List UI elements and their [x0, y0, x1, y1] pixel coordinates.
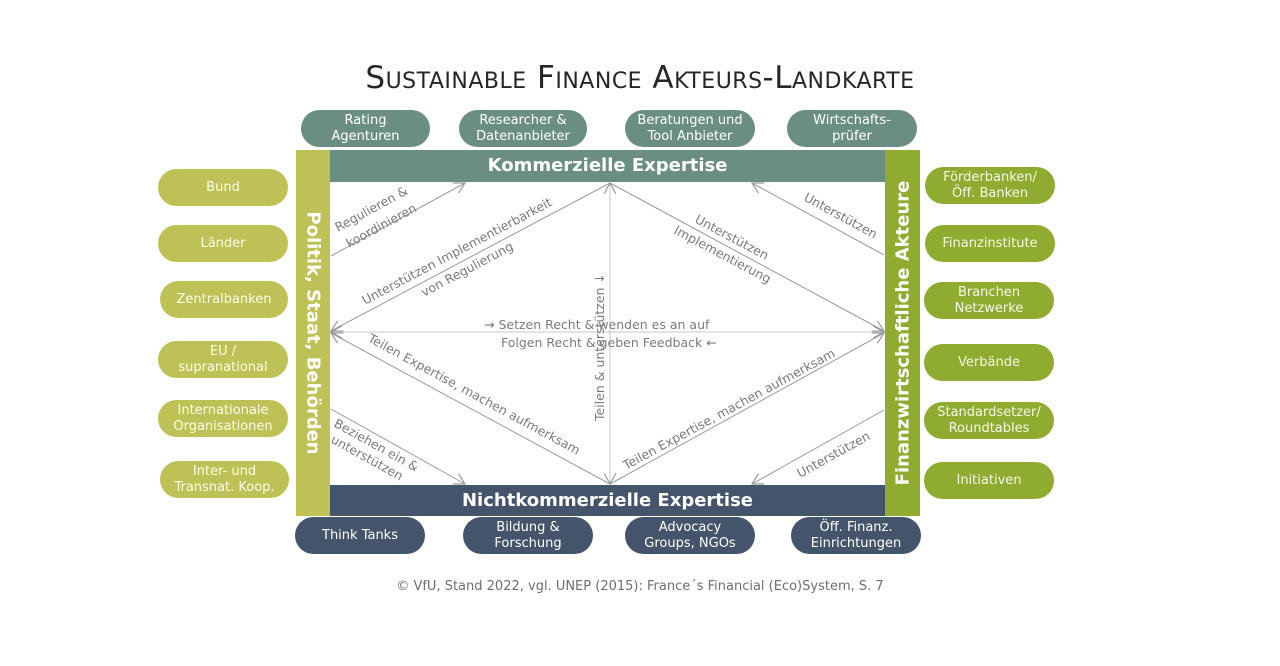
actor-associations[interactable]: Verbände [924, 344, 1054, 381]
actor-industry-networks[interactable]: Branchen Netzwerke [924, 282, 1054, 319]
finance-bar-label: Finanzwirtschaftliche Akteure [892, 180, 913, 486]
actor-education-research[interactable]: Bildung & Forschung [463, 517, 593, 554]
commercial-expertise-bar: Kommerzielle Expertise [330, 150, 885, 182]
actor-researchers-data-providers[interactable]: Researcher & Datenanbieter [459, 110, 587, 147]
politics-bar: Politik, Staat, Behörden [296, 150, 330, 516]
label-support-bottom-right: Unterstützen [794, 428, 872, 480]
arrow-share-left [331, 333, 611, 485]
arrow-support-implementability [331, 182, 611, 331]
label-vertical: Teilen & unterstützen ↓ [592, 273, 607, 422]
actor-international-organizations[interactable]: Internationale Organisationen [158, 400, 288, 437]
label-support-implementability-1: Unterstützen Implementierbarkeit [359, 194, 554, 307]
label-support-top-right: Unterstützen [802, 189, 880, 241]
arrow-support-top-right [752, 183, 885, 256]
actor-central-banks[interactable]: Zentralbanken [160, 281, 288, 318]
politics-bar-label: Politik, Staat, Behörden [302, 211, 324, 455]
actor-think-tanks[interactable]: Think Tanks [295, 517, 425, 554]
label-law-set: → Setzen Recht & wenden es an auf [484, 317, 710, 332]
actor-development-public-banks[interactable]: Förderbanken/ Öff. Banken [925, 167, 1055, 204]
actor-financial-institutions[interactable]: Finanzinstitute [925, 225, 1055, 262]
arrow-involve [330, 408, 465, 484]
actor-auditors[interactable]: Wirtschafts- prüfer [787, 110, 917, 147]
actor-advocacy-ngos[interactable]: Advocacy Groups, NGOs [625, 517, 755, 554]
actor-laender[interactable]: Länder [158, 225, 288, 262]
actor-inter-transnational-cooperation[interactable]: Inter- und Transnat. Koop. [160, 461, 289, 498]
page-title: Sustainable Finance Akteurs-Landkarte [365, 60, 915, 96]
finance-bar: Finanzwirtschaftliche Akteure [885, 150, 920, 516]
actor-public-finance-institutions[interactable]: Öff. Finanz. Einrichtungen [791, 517, 921, 554]
actor-eu-supranational[interactable]: EU / supranational [158, 341, 288, 378]
actor-rating-agencies[interactable]: Rating Agenturen [301, 110, 430, 147]
actor-standard-setters-roundtables[interactable]: Standardsetzer/ Roundtables [924, 402, 1054, 439]
actor-bund[interactable]: Bund [158, 169, 288, 206]
arrow-share-right [609, 333, 884, 485]
arrow-regulate [330, 183, 465, 257]
noncommercial-expertise-bar: Nichtkommerzielle Expertise [330, 485, 885, 516]
actor-initiatives[interactable]: Initiativen [924, 462, 1054, 499]
noncommercial-expertise-label: Nichtkommerzielle Expertise [461, 490, 753, 511]
arrow-support-implementation [609, 182, 884, 331]
source-footer: © VfU, Stand 2022, vgl. UNEP (2015): Fra… [396, 579, 884, 594]
actor-consultancies-tool-providers[interactable]: Beratungen und Tool Anbieter [625, 110, 755, 147]
arrow-support-bottom-right [752, 409, 885, 484]
label-law-follow: Folgen Recht & geben Feedback ← [501, 335, 717, 350]
commercial-expertise-label: Kommerzielle Expertise [487, 155, 728, 176]
